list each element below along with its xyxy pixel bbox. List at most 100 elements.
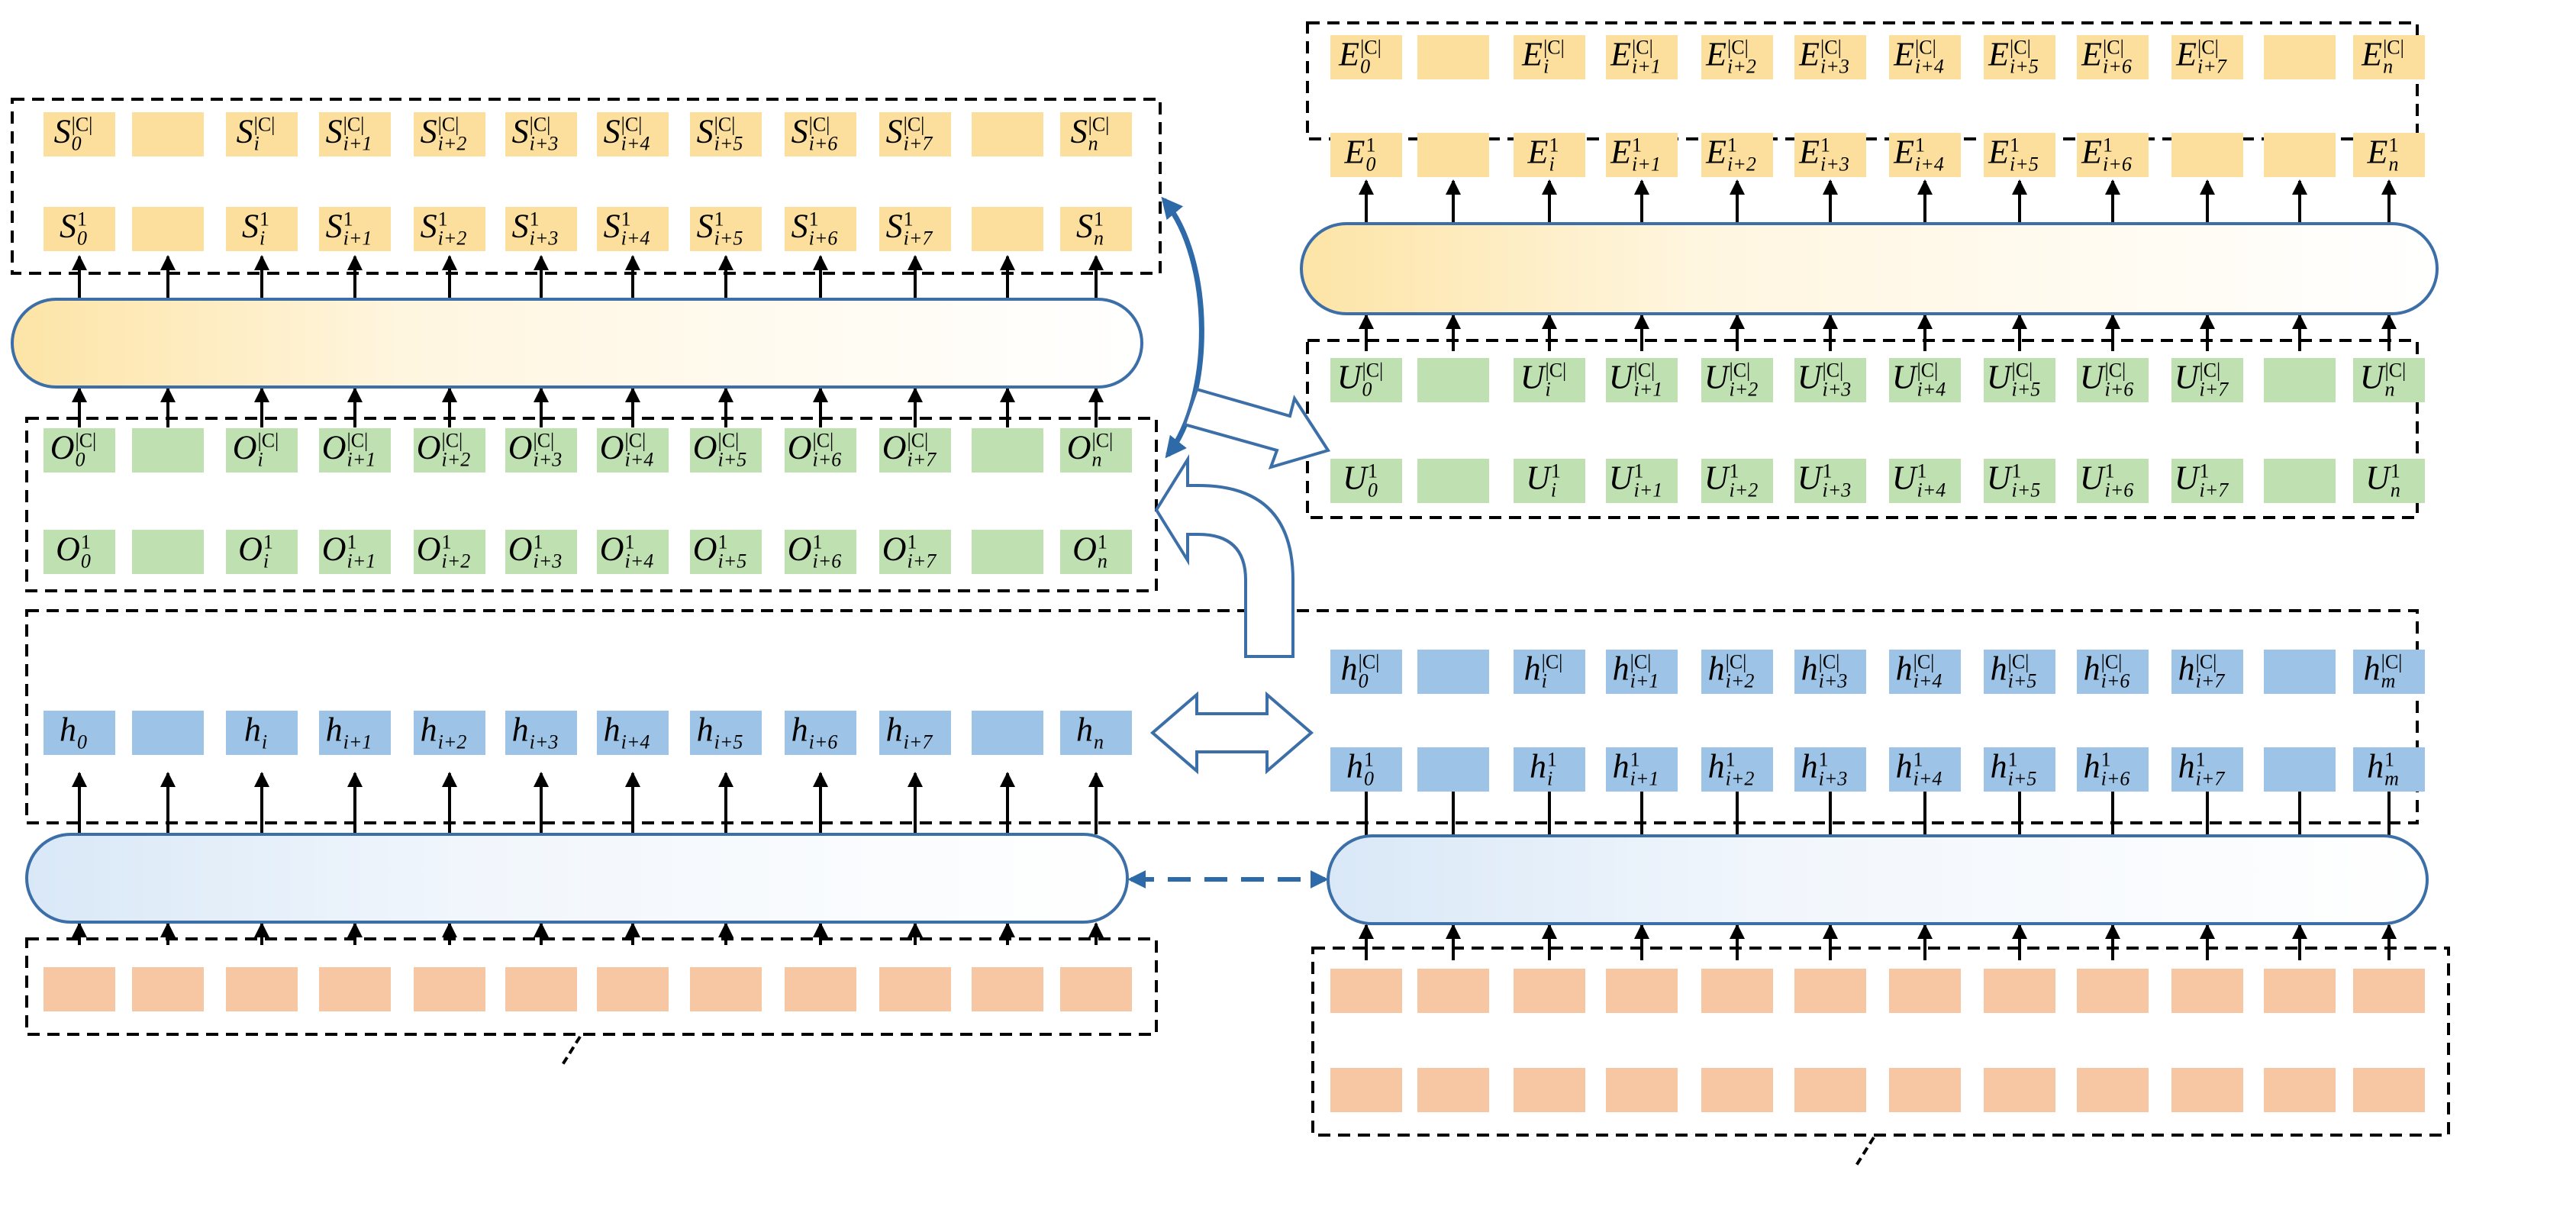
u-c-7: [1984, 358, 2055, 402]
o-1-5: [505, 530, 577, 574]
start-logits-frame: [11, 98, 1162, 275]
end-e-1-8: [2077, 133, 2149, 177]
sentence-box-0: [44, 967, 115, 1011]
u-1-0: [1330, 459, 1402, 503]
type_1-box-5: [1794, 1068, 1866, 1112]
type_c-box-0: [1330, 969, 1402, 1013]
end-e-1-11: [2353, 133, 2425, 177]
fusion-side-arrow: [1182, 387, 1331, 470]
u-1-8: [2077, 459, 2149, 503]
start-s-c-3: [319, 112, 391, 156]
sentence-box-10: [972, 967, 1043, 1011]
h-type-c-5: [1794, 650, 1866, 694]
h-type-1-3: [1606, 747, 1678, 792]
u-c-4: [1701, 358, 1773, 402]
h-left-6: [597, 711, 669, 755]
type_1-box-3: [1606, 1068, 1678, 1112]
start-s-1-6: [597, 207, 669, 251]
type_1-box-10: [2264, 1068, 2336, 1112]
u-c-11: [2353, 358, 2425, 402]
start-s-c-1: [132, 112, 204, 156]
type_1-box-1: [1417, 1068, 1489, 1112]
type_c-box-8: [2077, 969, 2149, 1013]
h-type-c-6: [1889, 650, 1961, 694]
end-e-c-0: [1330, 35, 1402, 79]
start-s-c-8: [785, 112, 856, 156]
end-e-c-7: [1984, 35, 2055, 79]
u-1-11: [2353, 459, 2425, 503]
type_c-box-4: [1701, 969, 1773, 1013]
h-type-1-0: [1330, 747, 1402, 792]
o-c-8: [785, 428, 856, 473]
end-e-c-10: [2264, 35, 2336, 79]
h-left-10: [972, 711, 1043, 755]
u-1-10: [2264, 459, 2336, 503]
h-type-1-6: [1889, 747, 1961, 792]
h-type-1-10: [2264, 747, 2336, 792]
o-c-5: [505, 428, 577, 473]
type_c-box-1: [1417, 969, 1489, 1013]
h-left-5: [505, 711, 577, 755]
start-s-1-11: [1060, 207, 1132, 251]
u-c-0: [1330, 358, 1402, 402]
sentence-pointer: [559, 1035, 582, 1069]
bert-left-pill: [25, 833, 1129, 924]
type_c-box-10: [2264, 969, 2336, 1013]
h-type-c-7: [1984, 650, 2055, 694]
end-e-1-2: [1514, 133, 1585, 177]
end-e-c-5: [1794, 35, 1866, 79]
o-1-9: [879, 530, 951, 574]
start-s-1-7: [690, 207, 762, 251]
h-type-1-7: [1984, 747, 2055, 792]
end-e-c-11: [2353, 35, 2425, 79]
h-left-8: [785, 711, 856, 755]
sentence-box-4: [414, 967, 485, 1011]
sentence-token-frame: [25, 937, 1158, 1036]
o-1-8: [785, 530, 856, 574]
end-e-1-4: [1701, 133, 1773, 177]
end-e-1-3: [1606, 133, 1678, 177]
hidden-state-frame: [25, 609, 2419, 824]
sentence-box-11: [1060, 967, 1132, 1011]
start-s-c-0: [44, 112, 115, 156]
end-e-1-6: [1889, 133, 1961, 177]
type_1-box-6: [1889, 1068, 1961, 1112]
h-type-c-8: [2077, 650, 2149, 694]
u-c-6: [1889, 358, 1961, 402]
end-e-1-0: [1330, 133, 1402, 177]
o-1-4: [414, 530, 485, 574]
o-1-7: [690, 530, 762, 574]
h-left-9: [879, 711, 951, 755]
end-e-1-10: [2264, 133, 2336, 177]
bert-right-pill: [1327, 834, 2429, 925]
start-s-c-5: [505, 112, 577, 156]
type_1-box-2: [1514, 1068, 1585, 1112]
type_c-box-7: [1984, 969, 2055, 1013]
h-left-0: [44, 711, 115, 755]
start-s-1-3: [319, 207, 391, 251]
o-c-10: [972, 428, 1043, 473]
o-c-11: [1060, 428, 1132, 473]
end-logits-frame: [1306, 21, 2419, 140]
u-1-2: [1514, 459, 1585, 503]
h-type-1-1: [1417, 747, 1489, 792]
type_1-box-8: [2077, 1068, 2149, 1112]
start-s-c-2: [226, 112, 298, 156]
end-e-1-1: [1417, 133, 1489, 177]
o-1-1: [132, 530, 204, 574]
type_c-box-5: [1794, 969, 1866, 1013]
type_1-box-9: [2171, 1068, 2243, 1112]
sentence-box-9: [879, 967, 951, 1011]
u-1-6: [1889, 459, 1961, 503]
h-type-1-5: [1794, 747, 1866, 792]
h-type-1-11: [2353, 747, 2425, 792]
o-c-0: [44, 428, 115, 473]
start-s-1-10: [972, 207, 1043, 251]
h-type-c-10: [2264, 650, 2336, 694]
u-c-8: [2077, 358, 2149, 402]
u-c-10: [2264, 358, 2336, 402]
type_1-box-0: [1330, 1068, 1402, 1112]
h-left-7: [690, 711, 762, 755]
h-type-c-2: [1514, 650, 1585, 694]
end-e-1-7: [1984, 133, 2055, 177]
